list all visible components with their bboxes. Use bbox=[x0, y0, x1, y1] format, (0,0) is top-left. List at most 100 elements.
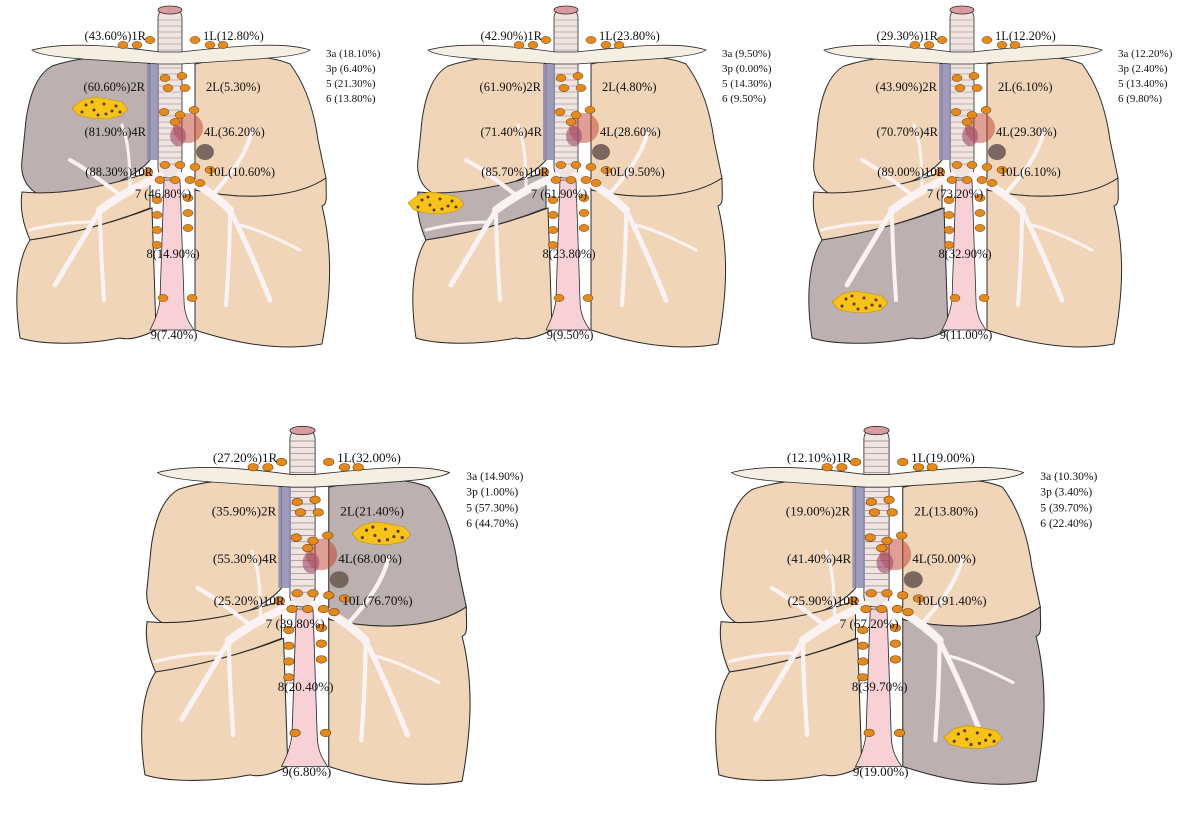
station-2R-label: (35.90%)2R bbox=[212, 504, 277, 519]
lymph-node bbox=[286, 604, 298, 614]
lymph-node bbox=[943, 226, 955, 234]
station-4L-label: 4L(29.30%) bbox=[996, 125, 1057, 139]
lymph-node bbox=[302, 544, 314, 553]
lymph-node bbox=[883, 495, 895, 504]
trachea-opening bbox=[553, 5, 579, 15]
bronchial-tree bbox=[820, 123, 1094, 307]
superior-vena-cava bbox=[852, 487, 865, 588]
trachea-opening bbox=[949, 5, 975, 15]
lobe-left-lower bbox=[902, 605, 1045, 785]
lymph-node bbox=[309, 495, 321, 504]
station-4L-label: 4L(68.00%) bbox=[338, 551, 402, 566]
station-9-label: 9(19.00%) bbox=[853, 764, 909, 779]
station-2L-label: 2L(5.30%) bbox=[206, 80, 261, 94]
lymph-node bbox=[151, 196, 163, 204]
lymph-node bbox=[897, 457, 909, 467]
station-9-label: 9(6.80%) bbox=[282, 764, 331, 779]
station-1R-label: (43.60%)1R bbox=[85, 29, 147, 43]
station-7-label: 7 (73.20%) bbox=[927, 187, 983, 201]
lymph-node bbox=[951, 161, 963, 169]
lymph-node bbox=[902, 608, 914, 617]
lymph-node bbox=[976, 176, 988, 184]
lymph-node bbox=[974, 209, 986, 217]
bronchial-tree bbox=[424, 123, 698, 307]
station-7-label: 7 (39.80%) bbox=[266, 616, 325, 631]
station-1R-label: (27.20%)1R bbox=[213, 450, 278, 465]
lymph-node bbox=[857, 673, 869, 682]
superior-vena-cava bbox=[939, 64, 951, 160]
lymph-node bbox=[291, 497, 303, 506]
station-4R-label: (71.40%)4R bbox=[481, 125, 543, 139]
clavicle bbox=[31, 44, 311, 65]
tumor-icon bbox=[71, 96, 129, 120]
lymph-node bbox=[159, 74, 171, 82]
lymph-node bbox=[290, 533, 302, 542]
lymph-node bbox=[553, 294, 565, 302]
station-8-label: 8(14.90%) bbox=[146, 247, 199, 261]
pulmonary-trunk bbox=[170, 126, 186, 146]
clavicle bbox=[427, 44, 707, 65]
lymph-node bbox=[912, 594, 925, 603]
lymph-node bbox=[294, 508, 306, 517]
station-10L-label: 10L(9.50%) bbox=[604, 165, 665, 179]
station-1L-label: 1L(12.80%) bbox=[203, 29, 264, 43]
tumor-icon bbox=[943, 725, 1003, 749]
lymph-node bbox=[540, 36, 552, 44]
station-7-label: 7 (61.90%) bbox=[531, 187, 587, 201]
lymph-node bbox=[547, 196, 559, 204]
lymph-node bbox=[275, 457, 288, 467]
station-1R-label: (42.90%)1R bbox=[481, 29, 543, 43]
station-7-label: 7 (46.80%) bbox=[135, 187, 191, 201]
lymph-node bbox=[151, 241, 163, 249]
station-9-label: 9(9.50%) bbox=[547, 328, 594, 342]
station-4R-label: (81.90%)4R bbox=[85, 125, 147, 139]
station-8-label: 8(23.80%) bbox=[542, 247, 595, 261]
lymph-node bbox=[981, 163, 993, 171]
station-1L-label: 1L(12.20%) bbox=[995, 29, 1056, 43]
station-10L-label: 10L(6.10%) bbox=[1000, 165, 1061, 179]
lymph-node bbox=[189, 36, 201, 44]
lymph-node bbox=[315, 639, 327, 648]
esophagus bbox=[854, 608, 903, 767]
lymph-node bbox=[974, 224, 986, 232]
station-4R-label: (70.70%)4R bbox=[877, 125, 939, 139]
lymph-node bbox=[894, 728, 906, 737]
station-10R-label: (25.90%)10R bbox=[788, 593, 859, 608]
lobe-right-lower bbox=[715, 637, 863, 781]
bronchial-tree bbox=[727, 549, 1015, 743]
lymph-node bbox=[821, 463, 833, 472]
lymph-node bbox=[194, 179, 206, 187]
lymph-node bbox=[169, 176, 181, 184]
trachea bbox=[553, 7, 579, 179]
lymph-node bbox=[580, 176, 592, 184]
lymph-node bbox=[909, 41, 921, 49]
lymph-node bbox=[847, 596, 859, 605]
lymph-node bbox=[572, 72, 584, 80]
lymph-node bbox=[951, 74, 963, 82]
station-2L-label: 2L(13.80%) bbox=[914, 504, 978, 519]
station-10L-label: 10L(10.60%) bbox=[208, 165, 275, 179]
lymph-node bbox=[961, 176, 973, 184]
lymph-node bbox=[302, 604, 314, 614]
lymph-node bbox=[860, 604, 872, 614]
lymph-node bbox=[836, 463, 848, 472]
lobe-left-lower bbox=[986, 177, 1123, 348]
lymph-node bbox=[283, 641, 295, 650]
pulmonary-artery bbox=[592, 144, 610, 160]
pulmonary-trunk bbox=[302, 552, 320, 574]
lymph-node bbox=[315, 623, 327, 632]
station-9-label: 9(7.40%) bbox=[151, 328, 198, 342]
lymph-node bbox=[323, 457, 335, 467]
station-10R-label: (85.70%)10R bbox=[481, 165, 549, 179]
lymph-node bbox=[554, 108, 566, 116]
tumor-icon bbox=[407, 191, 465, 215]
lymph-node bbox=[159, 161, 171, 169]
lymph-node bbox=[926, 463, 938, 472]
lobe-right-lower bbox=[412, 207, 553, 344]
lymph-node bbox=[204, 166, 216, 174]
lymph-node bbox=[550, 176, 562, 184]
station-side-label: 3a (9.50%) bbox=[722, 48, 771, 60]
